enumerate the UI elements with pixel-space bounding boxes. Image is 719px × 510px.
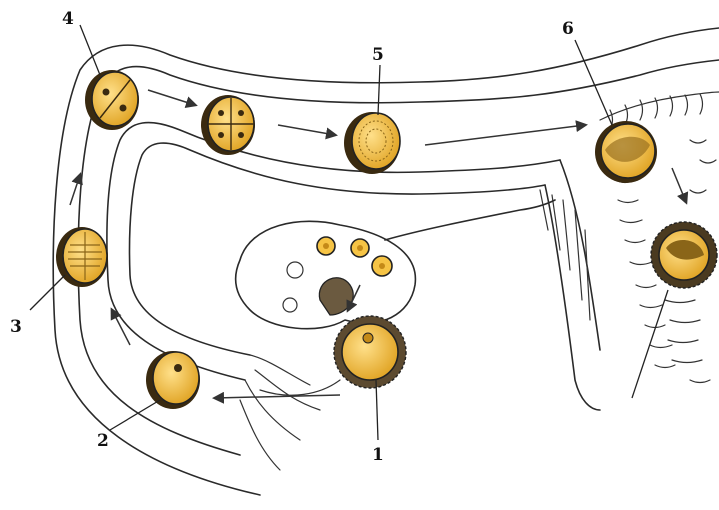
cell-3-cleavage-spindle xyxy=(56,227,108,287)
label-6: 6 xyxy=(562,19,574,39)
cell-6-blastocyst xyxy=(595,121,657,183)
cell-2-zygote xyxy=(146,351,200,409)
label-3: 3 xyxy=(10,317,22,337)
label-4: 4 xyxy=(62,9,74,29)
label-2: 2 xyxy=(97,431,109,451)
cell-5-morula xyxy=(344,112,400,174)
ovary xyxy=(236,200,555,329)
cell-implanting-blastocyst xyxy=(651,222,717,288)
label-1: 1 xyxy=(372,445,384,465)
fimbriae xyxy=(240,355,340,470)
label-5: 5 xyxy=(372,45,384,65)
cell-4-two-cell xyxy=(85,70,139,130)
cell-four-cell xyxy=(201,95,255,155)
cell-1-oocyte xyxy=(334,316,406,388)
